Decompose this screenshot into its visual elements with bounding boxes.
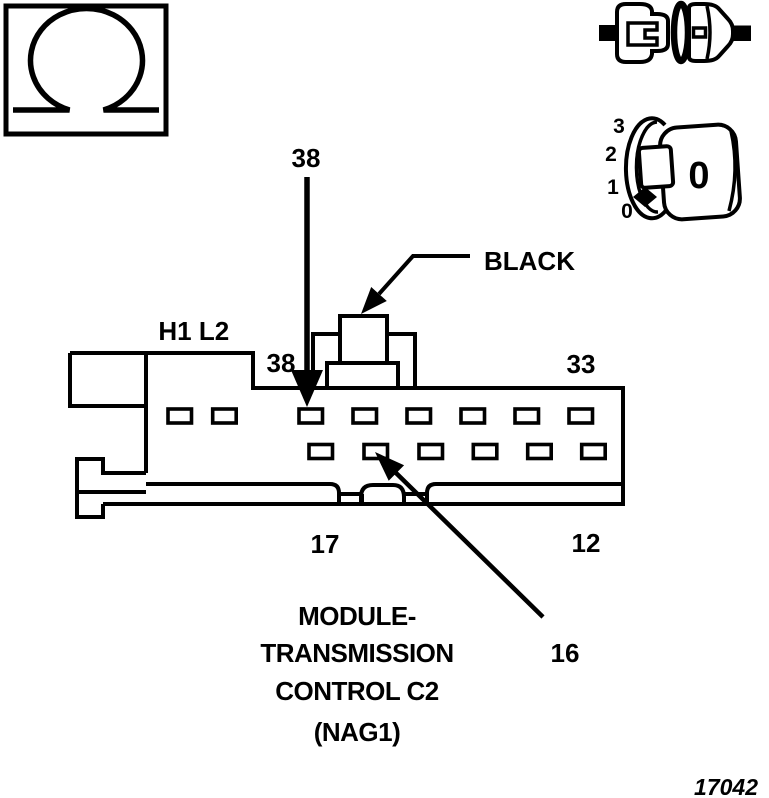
lock-tab [338,314,389,365]
connector-pair-icon [599,0,751,65]
connector-color-label: BLACK [484,246,575,276]
ignition-position-3: 3 [613,115,625,138]
component-label: MODULE- TRANSMISSION CONTROL C2 (NAG1) [260,601,454,747]
ignition-position-0: 0 [621,200,633,223]
lock-tab-pedestal [325,361,400,390]
right-wire-stub [732,25,751,41]
wire-16-callout-label: 16 [551,638,580,668]
terminal-profile [626,21,659,47]
cavity-pin-12 [579,442,608,461]
cavity-pin-l2 [210,407,238,425]
black-connector-arrow [361,254,470,314]
pin-16-arrow [375,452,545,619]
pin-38-row-label: 38 [267,348,296,378]
cavity-pin-17 [307,442,335,461]
bottom-rail-right [425,482,623,504]
component-label-line1: MODULE- [298,601,416,631]
cavity-pin-h1 [166,407,194,425]
pin-38-arrowhead [291,370,323,407]
connector-diagram [68,314,625,519]
wire-38-callout-label: 38 [292,143,321,173]
pin-16-arrowhead [375,452,405,481]
cavity-l2-label: L2 [199,316,229,346]
cavity-row-2 [307,442,608,461]
pin-33-label: 33 [567,349,596,379]
ignition-switch-icon: 0 3 2 1 0 [605,115,742,223]
lever-bracket [75,457,146,519]
cavity-pin-35 [459,407,487,425]
cavity-pin-13 [525,442,554,461]
component-label-line3: CONTROL C2 [275,676,439,706]
component-label-line2: TRANSMISSION [260,638,453,668]
bottom-rail-left [146,482,341,504]
ohmmeter-icon [3,3,169,137]
pin-12-label: 12 [572,528,601,558]
ignition-dial-outer [623,116,669,221]
black-arrowhead [361,287,387,314]
cavity-row-1 [166,407,595,425]
rail-hump [359,483,406,504]
pin-16-leader-line [392,469,545,619]
cavity-pin-36 [405,407,433,425]
ignition-key-tab [636,144,676,190]
pin-17-label: 17 [311,529,340,559]
side-tab-box [68,353,146,408]
cavity-pin-38 [297,407,325,425]
cavity-pin-34 [513,407,541,425]
cavity-h1-label: H1 [158,316,191,346]
ignition-dial-rim [634,120,659,214]
cavity-pin-16 [362,442,390,461]
ignition-position-1: 1 [607,176,619,199]
component-label-line4: (NAG1) [314,717,401,747]
female-connector-seam [705,5,712,60]
left-wire-stub [599,25,619,41]
cavity-pin-15 [417,442,445,461]
figure-number: 17042 [694,774,758,798]
cavity-pin-37 [351,407,379,425]
ignition-key-label: 0 [688,155,709,197]
female-connector-slot [691,26,708,39]
cavity-pin-14 [471,442,499,461]
cavity-pin-33 [567,407,595,425]
ignition-key-edge [727,130,737,212]
ignition-position-2: 2 [605,143,617,166]
ignition-position-marker [633,187,657,207]
connector-seal-ring [670,0,692,65]
black-leader-line [377,254,470,296]
ohm-symbol-icon [13,5,159,113]
pin-38-arrow [291,177,323,407]
